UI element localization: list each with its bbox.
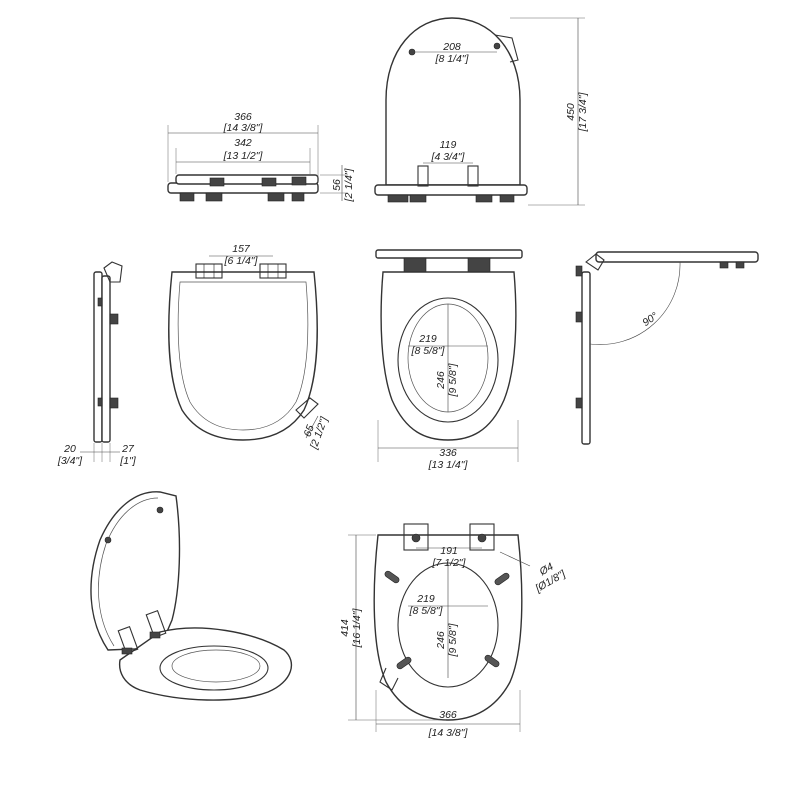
height-side-mm: 56 [331,179,343,191]
bolt-spacing-mm: 191 [440,545,458,557]
opening-width-bottom-mm: 219 [416,593,435,605]
seat-width-inch: [13 1/4"] [428,459,469,471]
width-inner-mm: 342 [234,137,252,149]
open-angle: 90° [640,310,660,329]
opening-width-inch: [8 5/8"] [411,345,446,357]
hinge-spacing-top-inch: [8 1/4"] [435,53,470,65]
thickness-seat-mm: 27 [121,443,135,455]
length-bottom-inch: [16 1/4"] [351,608,363,649]
hinge-width-inch: [6 1/4"] [224,255,259,267]
height-side-inch: [2 1/4"] [343,167,355,202]
opening-length-bottom-inch: [9 5/8"] [447,622,459,657]
perspective-view [90,491,293,701]
top-lid-view [374,17,585,206]
length-total-inch: [17 3/4"] [577,92,589,133]
width-top-mm: 366 [234,111,252,123]
opening-length-inch: [9 5/8"] [447,362,459,397]
opening-length-bottom-mm: 246 [435,631,447,650]
bottom-view [348,523,531,732]
hinge-width-mm: 157 [232,243,251,255]
thickness-seat-inch: [1"] [119,455,136,467]
seat-underside-view [375,249,523,462]
hinge-spacing-top-mm: 208 [442,41,461,53]
seat-width-mm: 336 [439,447,457,459]
seat-top-view [168,255,319,441]
front-elevation-view [167,125,348,202]
width-bottom-mm: 366 [439,709,457,721]
opening-width-mm: 219 [418,333,437,345]
opening-length-mm: 246 [435,371,447,390]
opening-width-bottom-inch: [8 5/8"] [409,605,444,617]
bumper-mm: 65 [302,423,317,438]
opened-side-view [575,251,759,445]
length-bottom-mm: 414 [339,619,351,637]
length-total-mm: 450 [565,103,577,121]
width-inner-inch: [13 1/2"] [223,150,264,162]
side-view-left [80,261,123,462]
bolt-spacing-inch: [7 1/2"] [432,557,467,569]
hinge-spacing-bottom-inch: [4 3/4"] [431,151,466,163]
width-top-inch: [14 3/8"] [223,122,264,134]
thickness-lid-inch: [3/4"] [57,455,83,467]
thickness-lid-mm: 20 [63,443,76,455]
hinge-spacing-bottom-mm: 119 [440,139,457,151]
width-bottom-inch: [14 3/8"] [428,727,469,739]
